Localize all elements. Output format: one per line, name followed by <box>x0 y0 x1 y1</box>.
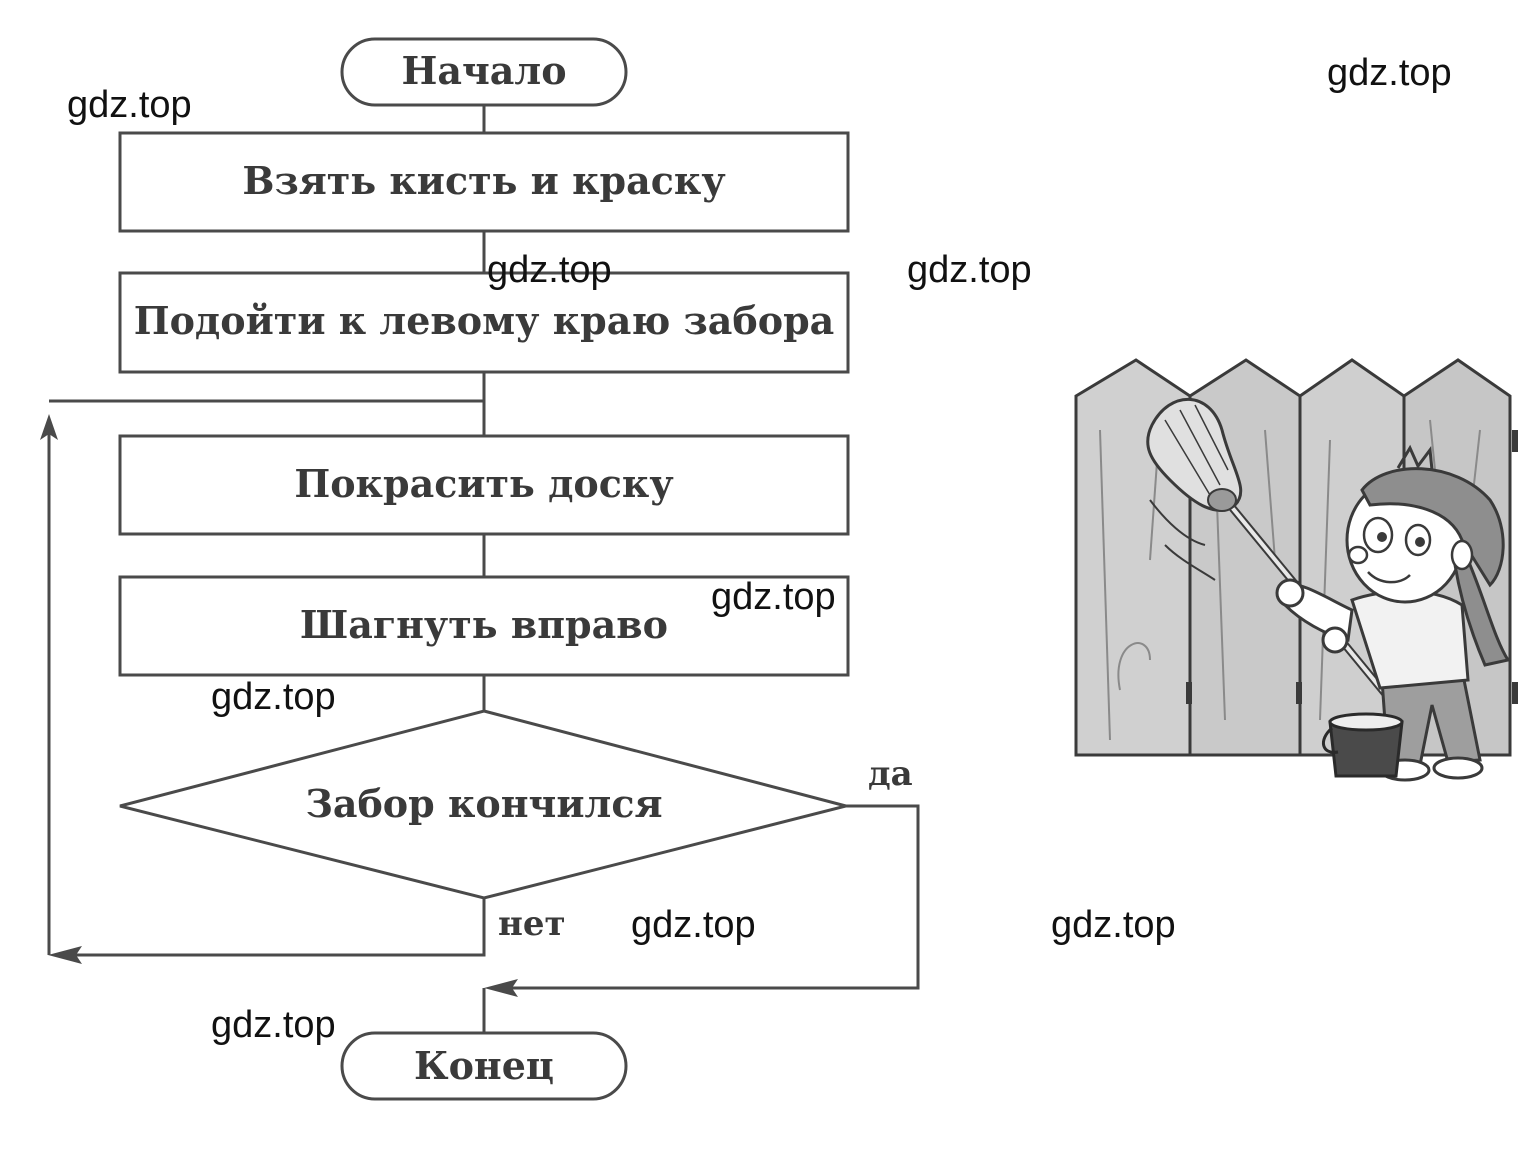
watermark: gdz.top <box>211 1004 336 1046</box>
boy-shoe <box>1432 756 1484 780</box>
paint-splash <box>1149 499 1216 581</box>
connectors <box>40 106 920 1033</box>
watermark: gdz.top <box>1051 904 1176 946</box>
brush-bristles <box>1164 404 1229 496</box>
step-box-3: Покрасить доску <box>118 434 850 536</box>
step-box-2: Подойти к левому краю забора <box>118 271 850 374</box>
paint-bucket-rim <box>1328 712 1404 732</box>
boy-hand <box>1275 578 1305 608</box>
paint-bucket-handle <box>1322 726 1339 754</box>
watermark: gdz.top <box>67 84 192 126</box>
arrow-up-icon <box>40 414 58 440</box>
watermark: gdz.top <box>1327 52 1452 94</box>
boy-pupil <box>1377 532 1387 542</box>
watermark: gdz.top <box>711 576 836 618</box>
boy-pupil <box>1415 537 1425 547</box>
step-box-4: Шагнуть вправо <box>118 575 850 677</box>
decision-diamond: Забор кончился <box>119 709 852 900</box>
fence-hinge <box>1186 682 1192 704</box>
fence-hinge <box>1512 682 1518 704</box>
boy-ear <box>1450 539 1474 571</box>
watermark: gdz.top <box>487 249 612 291</box>
watermark: gdz.top <box>631 904 756 946</box>
arrow-left-icon-yes <box>484 979 518 997</box>
brush-ferrule <box>1207 488 1237 512</box>
end-label: Конец <box>414 1043 554 1088</box>
boy-mouth <box>1367 571 1411 584</box>
start-terminal: Начало <box>340 37 628 107</box>
start-label: Начало <box>401 48 566 93</box>
yes-branch-line <box>500 804 920 990</box>
branch-no-label: нет <box>498 904 566 944</box>
step-label-3: Покрасить доску <box>294 461 673 506</box>
arrow-left-icon <box>48 946 82 964</box>
branch-yes-label: да <box>868 754 913 794</box>
boy-cap-visor <box>1453 558 1511 667</box>
step-label-1: Взять кисть и краску <box>242 158 725 203</box>
step-label-4: Шагнуть вправо <box>300 602 668 647</box>
end-terminal: Конец <box>340 1031 628 1101</box>
decision-label: Забор кончился <box>305 781 662 826</box>
brush-icon <box>1146 397 1243 512</box>
boy-hair <box>1396 444 1434 471</box>
loop-no-bottom <box>60 898 486 957</box>
boy-nose <box>1347 545 1369 565</box>
step-label-2: Подойти к левому краю забора <box>134 298 835 343</box>
watermark: gdz.top <box>907 249 1032 291</box>
fence-illustration <box>1074 358 1518 782</box>
boy-hand <box>1321 626 1349 654</box>
fence-hinge <box>1296 682 1302 704</box>
watermark: gdz.top <box>211 676 336 718</box>
step-box-1: Взять кисть и краску <box>118 131 850 233</box>
fence-hinge <box>1512 430 1518 452</box>
boy-cap <box>1360 467 1505 588</box>
